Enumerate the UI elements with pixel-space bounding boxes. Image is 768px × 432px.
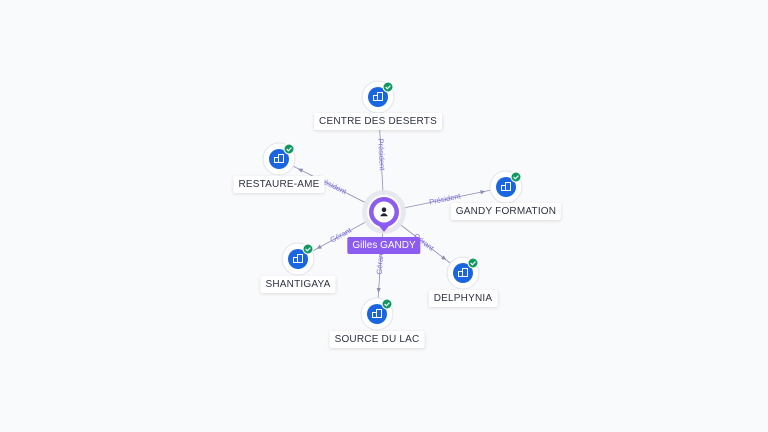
company-node-centre[interactable] xyxy=(361,80,395,114)
check-badge-icon xyxy=(283,143,295,155)
company-node-gandy[interactable] xyxy=(489,170,523,204)
building-glyph xyxy=(372,309,382,318)
person-label[interactable]: Gilles GANDY xyxy=(347,237,421,254)
edge-role-centre: Président xyxy=(376,138,387,171)
edge-arrow-shantigaya xyxy=(316,244,322,249)
check-badge-icon xyxy=(382,81,394,93)
edge-arrow-delphynia xyxy=(441,255,447,261)
company-label-centre[interactable]: CENTRE DES DESERTS xyxy=(314,113,442,130)
edge-arrow-restaure xyxy=(297,168,304,173)
building-glyph xyxy=(458,268,468,277)
edge-role-source: Gérant xyxy=(375,250,386,274)
check-badge-icon xyxy=(510,171,522,183)
check-badge-icon xyxy=(381,298,393,310)
check-badge-icon xyxy=(467,257,479,269)
company-node-restaure[interactable] xyxy=(262,142,296,176)
building-glyph xyxy=(373,92,383,101)
person-node[interactable] xyxy=(362,190,406,234)
edge-arrow-gandy xyxy=(480,190,486,195)
company-label-source[interactable]: SOURCE DU LAC xyxy=(329,331,425,348)
company-label-restaure[interactable]: RESTAURE-AME xyxy=(233,176,325,193)
company-node-shantigaya[interactable] xyxy=(281,242,315,276)
building-glyph xyxy=(293,254,303,263)
company-node-delphynia[interactable] xyxy=(446,256,480,290)
company-node-source[interactable] xyxy=(360,297,394,331)
company-label-shantigaya[interactable]: SHANTIGAYA xyxy=(260,276,336,293)
person-icon xyxy=(380,207,388,217)
building-glyph xyxy=(501,182,511,191)
edge-arrow-source xyxy=(376,287,381,294)
check-badge-icon xyxy=(302,243,314,255)
company-label-gandy[interactable]: GANDY FORMATION xyxy=(450,203,562,220)
company-label-delphynia[interactable]: DELPHYNIA xyxy=(428,290,498,307)
building-glyph xyxy=(274,154,284,163)
